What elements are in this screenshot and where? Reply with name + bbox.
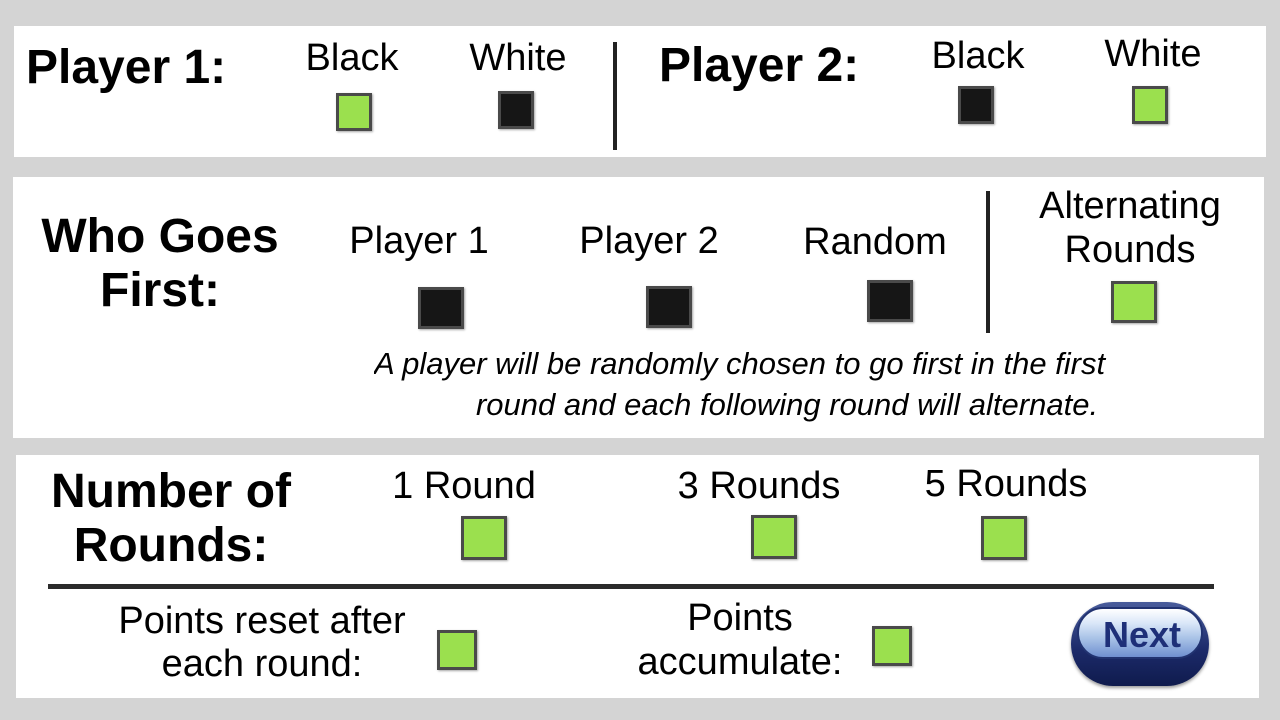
- points-reset-label: Points reset after each round:: [102, 602, 422, 683]
- alternating-rounds-label-line1: Alternating: [1039, 185, 1221, 227]
- rounds-option-1-checkbox[interactable]: [461, 516, 507, 560]
- next-button-label: Next: [1102, 614, 1182, 655]
- first-option-player2-checkbox[interactable]: [646, 286, 692, 328]
- rounds-option-5-checkbox[interactable]: [981, 516, 1027, 560]
- first-option-random-checkbox[interactable]: [867, 280, 913, 322]
- first-option-player1-checkbox[interactable]: [418, 287, 464, 329]
- rounds-option-5-label: 5 Rounds: [924, 463, 1088, 505]
- next-button-cap: Next: [1077, 607, 1203, 659]
- points-reset-checkbox[interactable]: [437, 630, 477, 670]
- player1-black-label: Black: [305, 37, 399, 79]
- first-description: A player will be randomly chosen to go f…: [374, 343, 1200, 427]
- player1-white-checkbox[interactable]: [498, 91, 534, 129]
- points-reset-label-line1: Points reset after: [118, 600, 406, 642]
- player1-title: Player 1:: [26, 41, 227, 94]
- rounds-title-line2: Rounds:: [73, 519, 269, 572]
- who-goes-first-panel: [13, 177, 1264, 438]
- rounds-title: Number of Rounds:: [40, 468, 302, 570]
- first-description-line1: A player will be randomly chosen to go f…: [374, 346, 1106, 381]
- player1-white-label: White: [469, 37, 567, 79]
- points-reset-label-line2: each round:: [161, 643, 363, 685]
- first-description-line2: round and each following round will alte…: [475, 387, 1099, 422]
- first-option-player2-label: Player 2: [579, 220, 719, 262]
- rounds-option-3-checkbox[interactable]: [751, 515, 797, 559]
- players-divider: [613, 42, 617, 150]
- points-accumulate-label-line2: accumulate:: [637, 641, 843, 683]
- rounds-option-3-label: 3 Rounds: [677, 465, 841, 507]
- points-accumulate-checkbox[interactable]: [872, 626, 912, 666]
- rounds-title-line1: Number of: [51, 465, 291, 518]
- rounds-divider: [48, 584, 1214, 589]
- player2-black-checkbox[interactable]: [958, 86, 994, 124]
- player1-black-checkbox[interactable]: [336, 93, 372, 131]
- player2-title: Player 2:: [659, 39, 860, 92]
- alternating-rounds-label: Alternating Rounds: [1020, 187, 1240, 269]
- rounds-option-1-label: 1 Round: [392, 465, 536, 507]
- alternating-rounds-label-line2: Rounds: [1064, 229, 1196, 271]
- alternating-rounds-checkbox[interactable]: [1111, 281, 1157, 323]
- player2-white-checkbox[interactable]: [1132, 86, 1168, 124]
- rounds-panel: [16, 455, 1259, 698]
- who-goes-first-title-line1: Who Goes: [41, 210, 279, 263]
- first-option-random-label: Random: [803, 221, 947, 263]
- who-goes-first-title: Who Goes First:: [25, 213, 295, 315]
- player-color-panel: [14, 26, 1266, 157]
- points-accumulate-label-line1: Points: [687, 597, 793, 639]
- player2-white-label: White: [1104, 33, 1202, 75]
- first-options-divider: [986, 191, 990, 333]
- points-accumulate-label: Points accumulate:: [620, 599, 860, 681]
- first-option-player1-label: Player 1: [349, 220, 489, 262]
- player2-black-label: Black: [931, 35, 1025, 77]
- next-button[interactable]: Next: [1071, 602, 1209, 686]
- who-goes-first-title-line2: First:: [100, 264, 220, 317]
